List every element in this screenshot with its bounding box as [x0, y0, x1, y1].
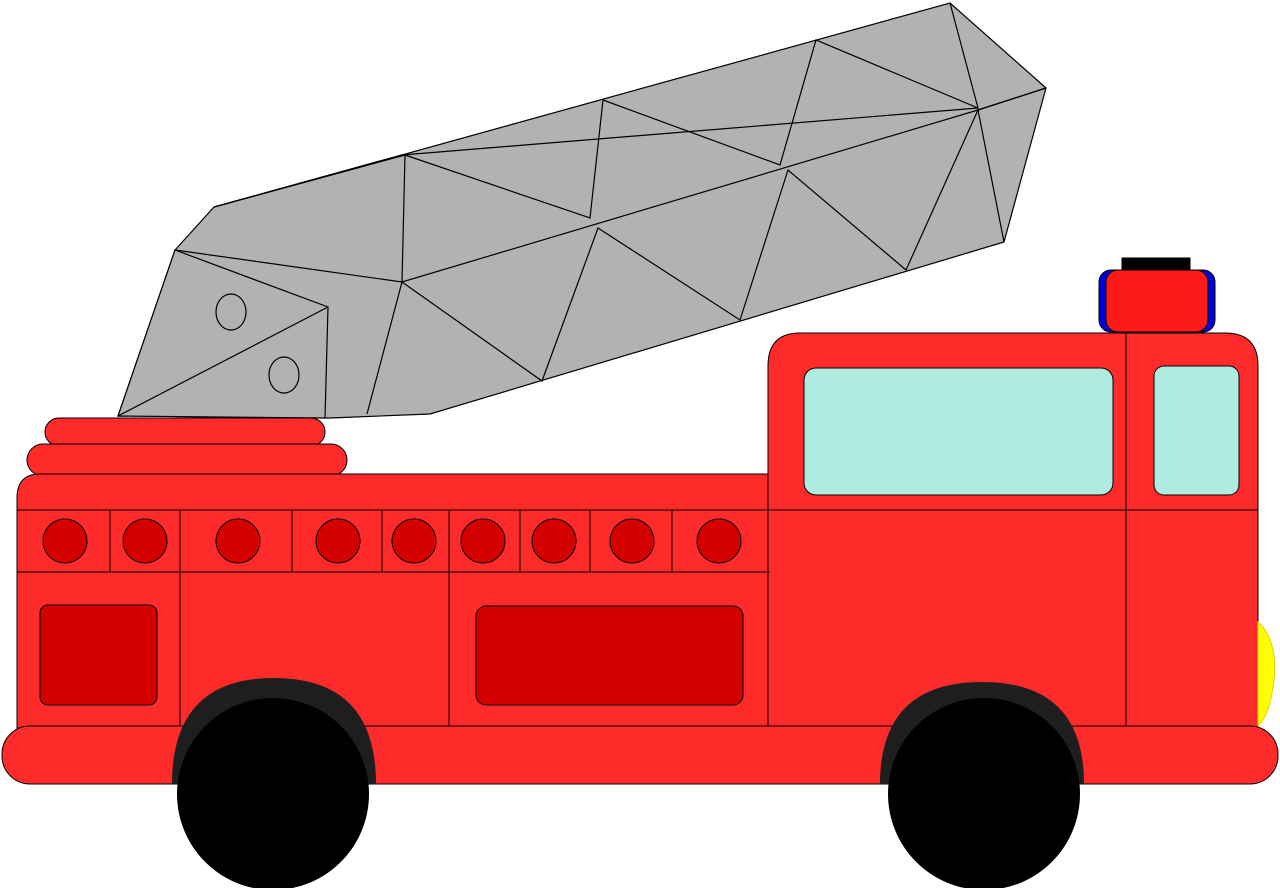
ladder-truss-top — [213, 2, 979, 283]
light-red — [1105, 269, 1209, 333]
compartment-door-left — [39, 604, 158, 706]
ladder-bolt-icon — [268, 356, 300, 394]
side-light — [215, 518, 261, 564]
side-light — [531, 518, 577, 564]
headlight — [1257, 620, 1276, 728]
side-light — [122, 518, 168, 564]
ladder — [117, 2, 1047, 419]
hose-rolls — [26, 417, 348, 477]
hose-roll-top — [44, 417, 326, 447]
side-light — [315, 518, 361, 564]
ladder-truss-bottom — [366, 108, 1005, 415]
hose-roll-bottom — [26, 443, 348, 477]
side-light — [460, 518, 506, 564]
cab-window-rear — [1153, 365, 1240, 496]
emergency-light — [1098, 257, 1216, 333]
side-lights — [42, 518, 742, 564]
light-cap — [1121, 257, 1191, 271]
cab-window-front — [803, 367, 1114, 496]
side-light — [609, 518, 655, 564]
side-light — [391, 518, 437, 564]
side-light — [42, 518, 88, 564]
side-light — [696, 518, 742, 564]
wheels — [172, 678, 1084, 888]
wheel-rear — [177, 698, 369, 888]
ladder-bolt-icon — [215, 293, 247, 331]
wheel-front — [888, 698, 1080, 888]
truck-body — [16, 332, 1259, 729]
compartment-door-right — [475, 605, 744, 706]
